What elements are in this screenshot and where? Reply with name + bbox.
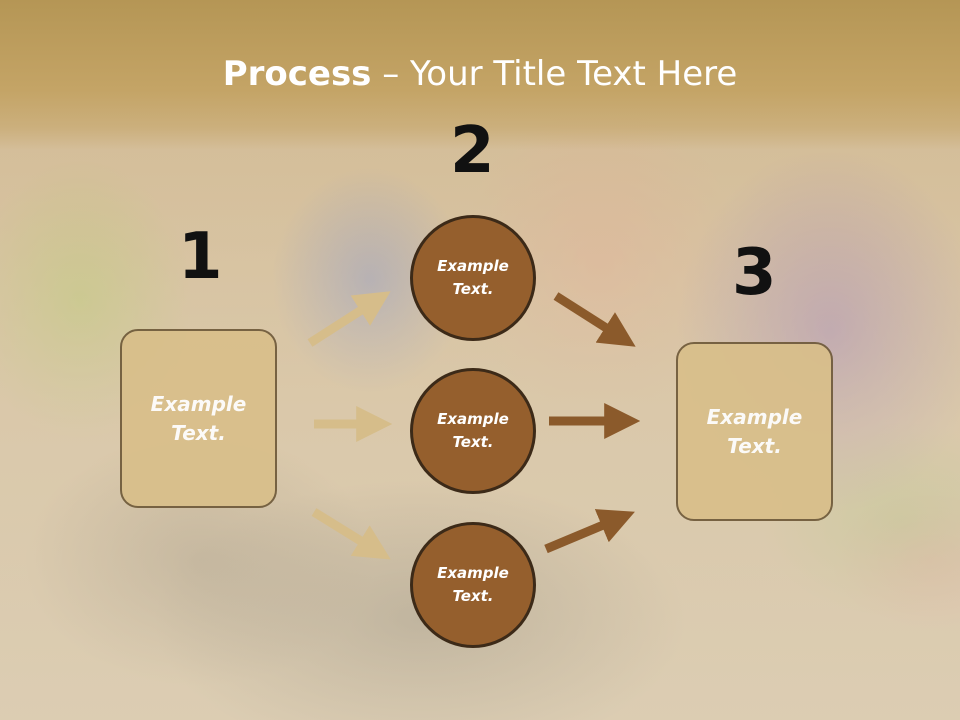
- circle-middle[interactable]: Example Text.: [410, 368, 536, 494]
- title-bold: Process: [222, 54, 372, 94]
- left-box-label: Example Text.: [150, 391, 247, 445]
- step-number-1: 1: [178, 220, 223, 294]
- left-box[interactable]: Example Text.: [120, 329, 277, 508]
- step-number-3: 3: [732, 236, 777, 310]
- arrow-left-to-bottom: [311, 508, 391, 560]
- circle-top[interactable]: Example Text.: [410, 215, 536, 341]
- arrow-left-to-top: [307, 291, 391, 347]
- step-number-2: 2: [450, 114, 495, 188]
- circle-middle-label: Example Text.: [437, 410, 509, 451]
- circle-top-label: Example Text.: [437, 257, 509, 298]
- right-box-label: Example Text.: [706, 404, 803, 458]
- title-rest: – Your Title Text Here: [371, 54, 738, 94]
- circle-bottom[interactable]: Example Text.: [410, 522, 536, 648]
- circle-bottom-label: Example Text.: [437, 564, 509, 605]
- title-band: [0, 0, 960, 150]
- right-box[interactable]: Example Text.: [676, 342, 833, 521]
- arrow-bottom-to-right: [544, 509, 635, 554]
- slide-title[interactable]: Process – Your Title Text Here: [0, 50, 960, 98]
- arrow-top-to-right: [553, 292, 636, 347]
